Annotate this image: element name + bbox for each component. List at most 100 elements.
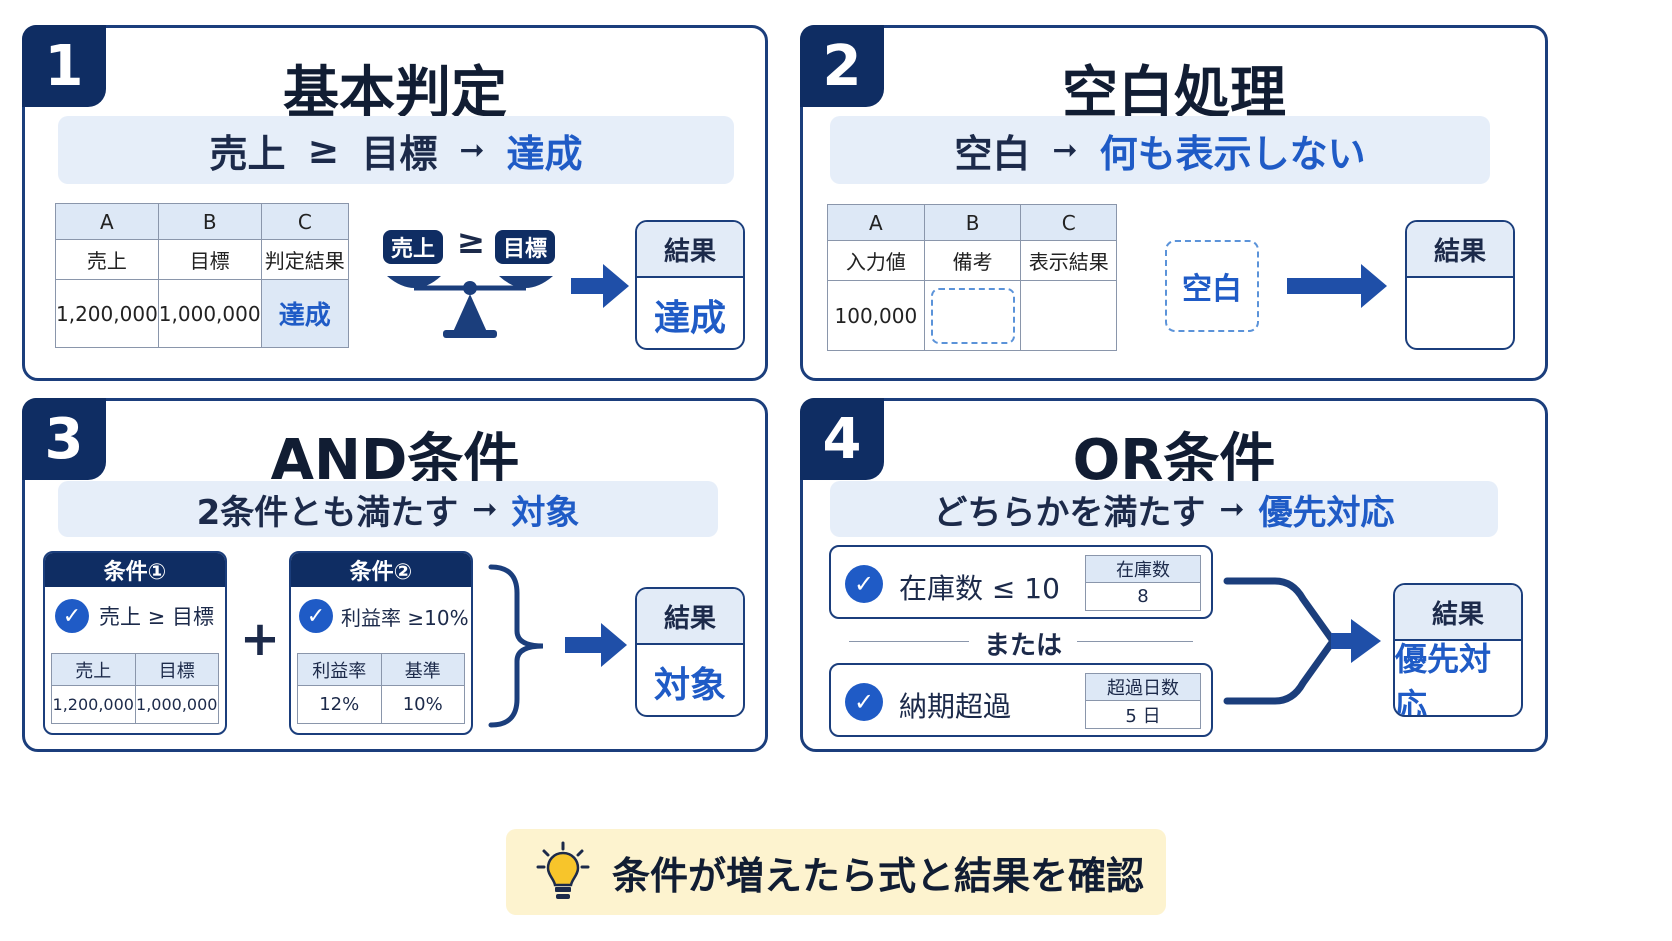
big-arrow-icon	[565, 623, 627, 667]
result-box: 結果 達成	[635, 220, 745, 350]
rule-banner: 2条件とも満たす ➞ 対象	[58, 481, 718, 537]
divider-line-right	[1077, 641, 1193, 642]
data-cell: 1,000,000	[157, 279, 262, 348]
rule-banner: 売上 ≥ 目標 ➞ 達成	[58, 116, 734, 184]
option-text: 納期超過	[899, 690, 1012, 723]
column-header: A	[827, 204, 925, 241]
divider-line-left	[849, 641, 969, 642]
rule-right: 目標	[361, 131, 438, 176]
result-label: 結果	[1407, 222, 1513, 278]
scale-tag-right: 目標	[495, 230, 555, 264]
column-header: C	[260, 203, 350, 240]
scale-operator: ≥	[456, 222, 486, 262]
rule-banner: 空白 ➞ 何も表示しない	[830, 116, 1490, 184]
header-cell: 入力値	[827, 240, 925, 281]
panel-number-badge: 3	[22, 398, 106, 480]
big-arrow-icon	[1287, 264, 1387, 308]
blank-cell	[923, 280, 1022, 351]
rule-left: 売上	[209, 131, 286, 176]
column-header: B	[923, 204, 1022, 241]
condition-table: 利益率 基準 12% 10%	[297, 653, 465, 724]
result-value: 達成	[653, 298, 726, 339]
rule-left: どちらかを満たす	[933, 492, 1206, 533]
header-cell: 判定結果	[260, 239, 350, 280]
panel-and-condition: 3 AND条件 2条件とも満たす ➞ 対象 条件① ✓ 売上 ≥ 目標 売上 目…	[22, 398, 768, 752]
panel-number-badge: 1	[22, 25, 106, 107]
option-table: 超過日数 5 日	[1085, 673, 1201, 729]
empty-result-cell	[1020, 280, 1117, 351]
result-label: 結果	[637, 589, 743, 645]
check-icon: ✓	[299, 599, 333, 633]
result-label: 結果	[637, 222, 743, 278]
rule-operator: ≥	[307, 128, 340, 172]
spreadsheet-table: A B C 入力値 備考 表示結果 100,000	[827, 204, 1117, 351]
data-cell: 100,000	[827, 280, 925, 351]
curly-brace-icon	[488, 564, 544, 728]
rule-banner: どちらかを満たす ➞ 優先対応	[830, 481, 1498, 537]
result-box: 結果 優先対応	[1393, 583, 1523, 717]
data-cell: 10%	[380, 685, 465, 724]
condition-title: 条件②	[291, 553, 471, 587]
panel-title: 基本判定	[283, 61, 507, 126]
rule-result: 達成	[506, 131, 583, 176]
data-cell: 1,000,000	[134, 685, 219, 724]
check-icon: ✓	[845, 565, 883, 603]
panel-title: 空白処理	[1062, 61, 1286, 126]
rule-left: 2条件とも満たす	[196, 492, 459, 533]
or-option-2: ✓ 納期超過 超過日数 5 日	[829, 663, 1213, 737]
check-icon: ✓	[845, 683, 883, 721]
condition-table: 売上 目標 1,200,000 1,000,000	[51, 653, 219, 724]
data-cell: 1,200,000	[55, 279, 159, 348]
column-header: B	[157, 203, 262, 240]
data-cell: 1,200,000	[51, 685, 136, 724]
merge-arrow-icon	[1223, 577, 1381, 705]
scale-tag-left: 売上	[383, 230, 443, 264]
tip-text: 条件が増えたら式と結果を確認	[612, 853, 1145, 898]
data-cell: 12%	[297, 685, 382, 724]
result-value: 優先対応	[1395, 640, 1492, 717]
option-text: 在庫数 ≤ 10	[899, 572, 1060, 605]
header-cell: 備考	[923, 240, 1022, 281]
blank-label: 空白	[1165, 240, 1259, 332]
arrow-right-icon: ➞	[1052, 132, 1078, 168]
condition-title: 条件①	[45, 553, 225, 587]
result-label: 結果	[1395, 585, 1521, 641]
rule-result: 対象	[511, 492, 580, 533]
option-table: 在庫数 8	[1085, 555, 1201, 611]
result-box: 結果 対象	[635, 587, 745, 717]
check-icon: ✓	[55, 599, 89, 633]
panel-number-badge: 2	[800, 25, 884, 107]
result-value: 対象	[653, 665, 726, 706]
header-cell: 売上	[51, 653, 136, 686]
plus-sign: +	[239, 611, 281, 667]
condition-row: ✓ 利益率 ≥10%	[291, 587, 471, 633]
header-cell: 基準	[380, 653, 465, 686]
tip-banner: 条件が増えたら式と結果を確認	[506, 829, 1166, 915]
arrow-right-icon: ➞	[1219, 491, 1245, 527]
rule-result: 何も表示しない	[1099, 131, 1366, 176]
header-cell: 利益率	[297, 653, 382, 686]
panel-blank-handling: 2 空白処理 空白 ➞ 何も表示しない A B C 入力値 備考 表示結果 10…	[800, 25, 1548, 381]
panel-basic-judgement: 1 基本判定 売上 ≥ 目標 ➞ 達成 A B C 売上 目標 判定結果 1,2…	[22, 25, 768, 381]
data-cell: 8	[1085, 582, 1201, 611]
data-cell: 5 日	[1085, 700, 1201, 729]
column-header: A	[55, 203, 159, 240]
or-label: または	[983, 631, 1062, 661]
header-cell: 表示結果	[1020, 240, 1117, 281]
blank-cell-dashed	[930, 287, 1015, 344]
condition-text: 利益率 ≥10%	[341, 605, 469, 630]
lightbulb-icon	[536, 841, 590, 899]
condition-card-1: 条件① ✓ 売上 ≥ 目標 売上 目標 1,200,000 1,000,000	[43, 551, 227, 735]
panel-number-badge: 4	[800, 398, 884, 480]
condition-card-2: 条件② ✓ 利益率 ≥10% 利益率 基準 12% 10%	[289, 551, 473, 735]
arrow-right-icon: ➞	[459, 132, 485, 168]
panel-or-condition: 4 OR条件 どちらかを満たす ➞ 優先対応 ✓ 在庫数 ≤ 10 在庫数 8 …	[800, 398, 1548, 752]
condition-text: 売上 ≥ 目標	[99, 605, 214, 629]
balance-scale-icon	[387, 276, 553, 338]
header-cell: 目標	[134, 653, 219, 686]
result-box: 結果	[1405, 220, 1515, 350]
rule-left: 空白	[954, 131, 1031, 176]
header-cell: 売上	[55, 239, 159, 280]
spreadsheet-table: A B C 売上 目標 判定結果 1,200,000 1,000,000 達成	[55, 203, 350, 348]
data-cell-result: 達成	[260, 279, 350, 348]
